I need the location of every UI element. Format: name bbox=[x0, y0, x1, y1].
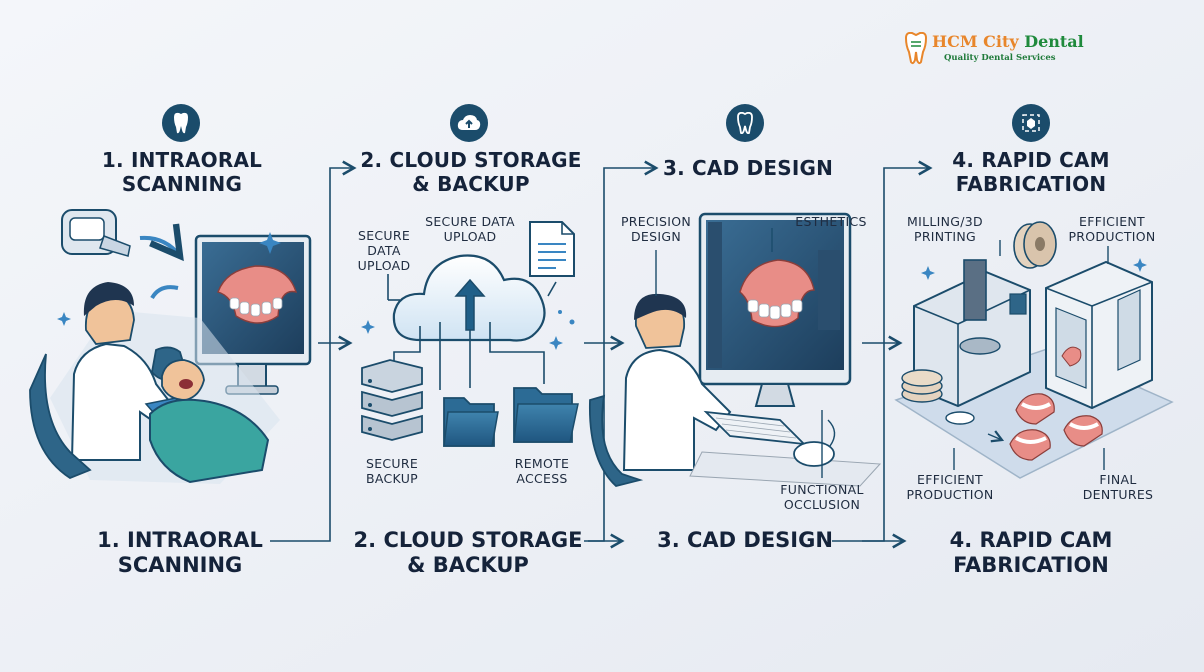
panel-cad-illustration bbox=[589, 212, 882, 487]
sparkle-icons bbox=[57, 232, 281, 326]
server-icon bbox=[361, 359, 423, 441]
monitor-icon bbox=[194, 234, 312, 395]
folder-icon bbox=[513, 387, 579, 443]
esthetics-label: ESTHETICS bbox=[795, 214, 867, 229]
step-3-title-bottom: 3. CAD DESIGN bbox=[657, 528, 833, 552]
sparkle-icons bbox=[361, 310, 575, 350]
cloud-links bbox=[387, 274, 557, 390]
panel-scanning-illustration bbox=[29, 209, 312, 484]
milling-machine-icon bbox=[913, 259, 1031, 408]
flow-connectors bbox=[270, 160, 933, 549]
3d-printer-icon bbox=[1045, 260, 1153, 410]
tooth-icon bbox=[162, 104, 200, 142]
panel-cam-illustration bbox=[894, 221, 1174, 479]
step-2-title-top: 2. CLOUD STORAGE& BACKUP bbox=[360, 148, 582, 196]
material-discs-icon bbox=[901, 369, 975, 425]
denture-icon bbox=[1015, 393, 1055, 425]
document-icon bbox=[529, 221, 575, 277]
intraoral-scanner-icon bbox=[61, 209, 131, 257]
monitor-icon bbox=[698, 212, 852, 407]
logo-name: HCM City Dental bbox=[932, 32, 1084, 51]
cad-label-leaders bbox=[655, 228, 823, 478]
step-3-title-top: 3. CAD DESIGN bbox=[662, 156, 834, 180]
company-logo: HCM City Dental Quality Dental Services bbox=[902, 32, 1092, 68]
fabrication-icon bbox=[1012, 104, 1050, 142]
logo-tagline: Quality Dental Services bbox=[944, 53, 1056, 63]
step-2-title-bottom: 2. CLOUD STORAGE& BACKUP bbox=[353, 528, 583, 577]
cloud-upload-icon bbox=[450, 104, 488, 142]
panel-cloud-illustration bbox=[361, 221, 579, 447]
denture-icon bbox=[1063, 415, 1103, 447]
tooth-icon bbox=[726, 104, 764, 142]
denture-icon bbox=[1009, 429, 1051, 461]
cam-label-leaders bbox=[953, 240, 1109, 470]
patient-figure bbox=[29, 346, 270, 484]
milling-disc-icon bbox=[1013, 221, 1057, 269]
folder-icon bbox=[443, 397, 499, 447]
tooth-logo-icon bbox=[904, 32, 928, 65]
mouse-icon bbox=[793, 419, 836, 467]
cloud-icon bbox=[392, 254, 546, 342]
sparkle-icons bbox=[921, 258, 1147, 280]
designer-figure bbox=[589, 293, 732, 487]
